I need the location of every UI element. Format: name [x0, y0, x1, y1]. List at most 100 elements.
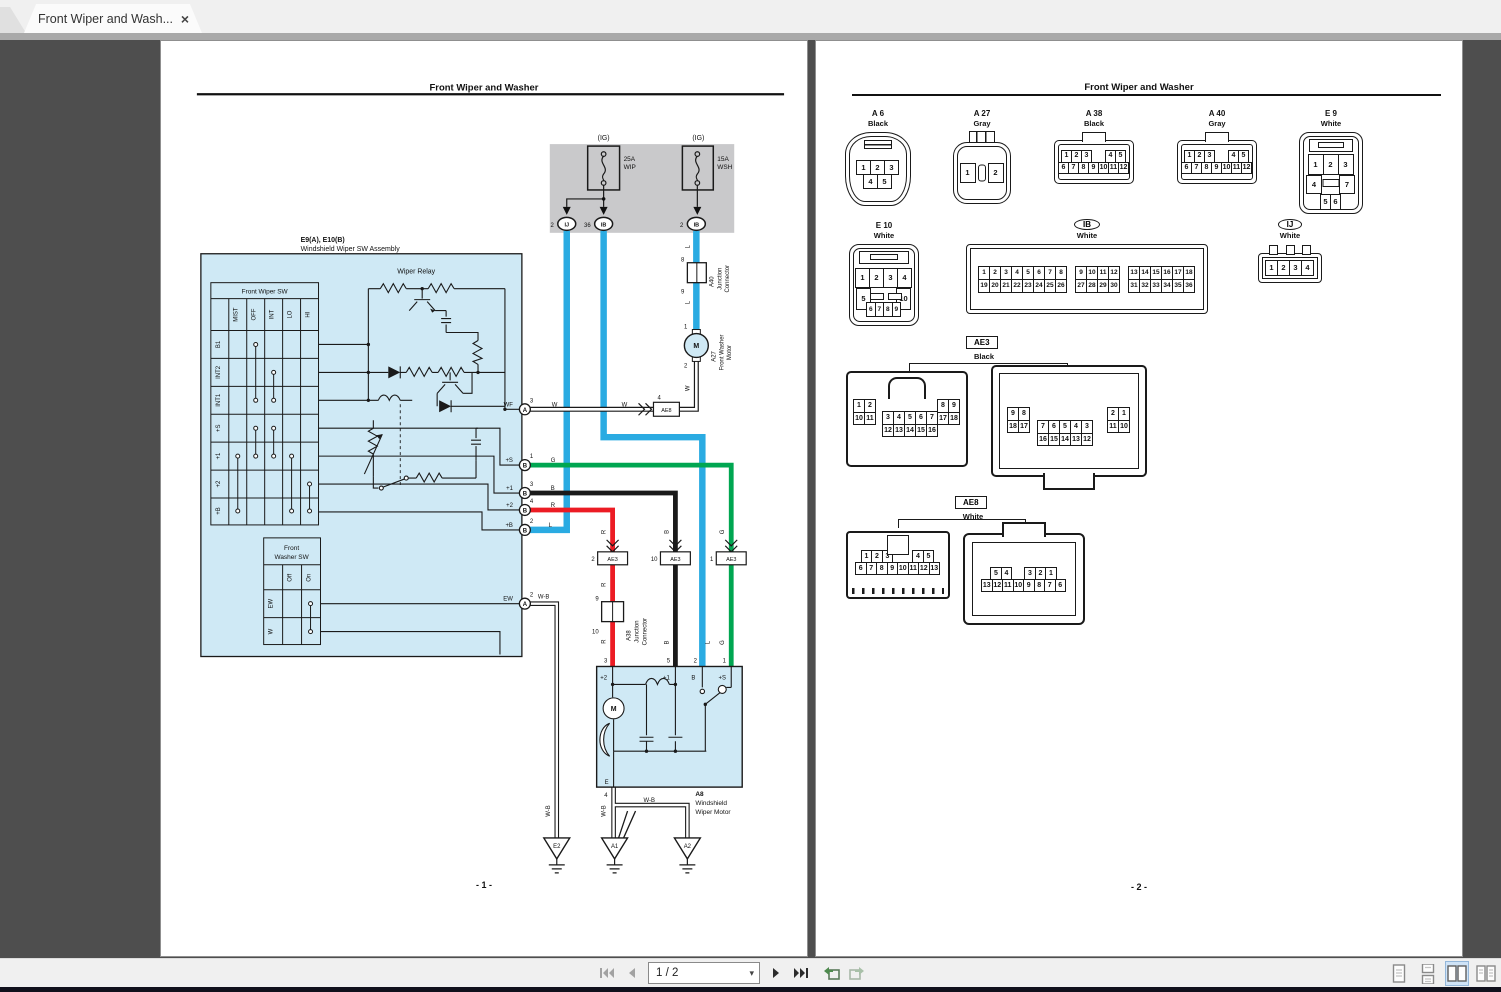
connector-ib-color: White	[1076, 231, 1098, 240]
washer-sw-contacts	[308, 601, 314, 635]
svg-text:9: 9	[595, 597, 599, 603]
connector-a27-name: A 27	[973, 109, 991, 118]
ig-label-1: (IG)	[598, 135, 610, 142]
next-page-icon	[773, 968, 779, 978]
wiper-sw-table	[210, 282, 320, 526]
svg-text:Connector: Connector	[642, 618, 648, 646]
svg-text:1: 1	[710, 557, 714, 563]
wiper-sw-title: Front Wiper SW	[242, 289, 289, 296]
pin-cell: 2	[1277, 260, 1290, 276]
wire-L-blue-1	[529, 230, 570, 534]
fuse2-name: WSH	[717, 164, 732, 171]
connector-ij-color: White	[1279, 231, 1301, 240]
pin-cell: 2	[987, 163, 1004, 183]
svg-text:Windshield: Windshield	[695, 800, 727, 807]
svg-text:3: 3	[530, 482, 534, 488]
wire-R-red	[529, 507, 615, 667]
pin-cell: 30	[1108, 278, 1120, 293]
svg-text:M: M	[693, 343, 699, 350]
connector-keyway	[978, 164, 986, 182]
pin-cell: 4	[897, 268, 912, 288]
pin-cell: 1	[959, 163, 976, 183]
page1-header: Front Wiper and Washer	[430, 82, 539, 93]
pin-cell: 6	[1330, 194, 1341, 210]
svg-text:B: B	[664, 641, 670, 645]
next-page-button[interactable]	[767, 962, 785, 984]
connector-a40-color: Gray	[1208, 119, 1226, 128]
svg-text:10: 10	[592, 630, 599, 636]
continuous-view-icon	[1421, 963, 1435, 984]
svg-text:4: 4	[657, 395, 661, 401]
pin-cell: 35	[1172, 278, 1184, 293]
connector-ae8-name: AE8	[955, 496, 987, 509]
document-tab[interactable]: Front Wiper and Wash... ×	[24, 4, 202, 33]
connector-e10-color: White	[873, 231, 895, 240]
wire-B-black	[529, 490, 678, 667]
back-view-button[interactable]	[823, 962, 841, 984]
page-number-combobox[interactable]: 1 / 2 ▾	[648, 962, 760, 984]
first-page-button[interactable]	[598, 962, 616, 984]
pin-cell: 18	[1007, 419, 1019, 433]
switch-row-wiring	[318, 343, 522, 655]
svg-text:A40: A40	[709, 276, 715, 287]
svg-text:On: On	[307, 574, 313, 582]
svg-text:A: A	[523, 408, 528, 414]
a38-junction-connector: 9 10 A38 Junction Connector	[592, 597, 648, 646]
svg-text:M: M	[611, 706, 617, 713]
connector-a40-name: A 40	[1208, 109, 1226, 118]
forward-view-button[interactable]	[848, 962, 866, 984]
prev-page-button[interactable]	[623, 962, 641, 984]
wiper-relay-label: Wiper Relay	[397, 269, 435, 276]
terminal-ib1-pin: 36	[584, 223, 591, 229]
single-page-view-button[interactable]	[1388, 962, 1410, 985]
svg-text:EW: EW	[503, 597, 513, 603]
connector-a38-name: A 38	[1085, 109, 1103, 118]
facing-view-icon	[1447, 964, 1467, 982]
continuous-view-button[interactable]	[1417, 962, 1439, 985]
facing-view-button[interactable]	[1445, 961, 1469, 986]
inactive-tab-stub[interactable]	[0, 7, 26, 33]
last-page-button[interactable]	[792, 962, 810, 984]
svg-text:Off: Off	[288, 573, 294, 581]
connector-e10-name: E 10	[875, 221, 893, 230]
page-1-canvas[interactable]: Front Wiper and Washer (IG) (IG) 25A WIP…	[160, 40, 808, 957]
svg-text:A38: A38	[627, 630, 633, 641]
connector-keyway	[1082, 132, 1106, 142]
fuse1-name: WIP	[624, 164, 636, 171]
svg-text:+1: +1	[663, 675, 670, 681]
book-view-button[interactable]	[1475, 962, 1497, 985]
pin-cell: 9	[948, 399, 960, 413]
connector-key-bumps	[1269, 245, 1311, 255]
svg-text:+S: +S	[505, 458, 512, 464]
ig-label-2: (IG)	[692, 135, 704, 142]
pin-cell: 4	[863, 173, 878, 189]
svg-text:B: B	[691, 675, 695, 681]
view-mode-buttons	[1388, 961, 1497, 986]
fuse2-rating: 15A	[717, 156, 729, 163]
svg-text:8: 8	[681, 258, 685, 264]
wiper-sw-contacts	[235, 341, 313, 514]
combobox-caret-icon[interactable]: ▾	[749, 967, 754, 978]
svg-text:G: G	[720, 529, 726, 534]
tab-close-icon[interactable]: ×	[180, 10, 189, 27]
